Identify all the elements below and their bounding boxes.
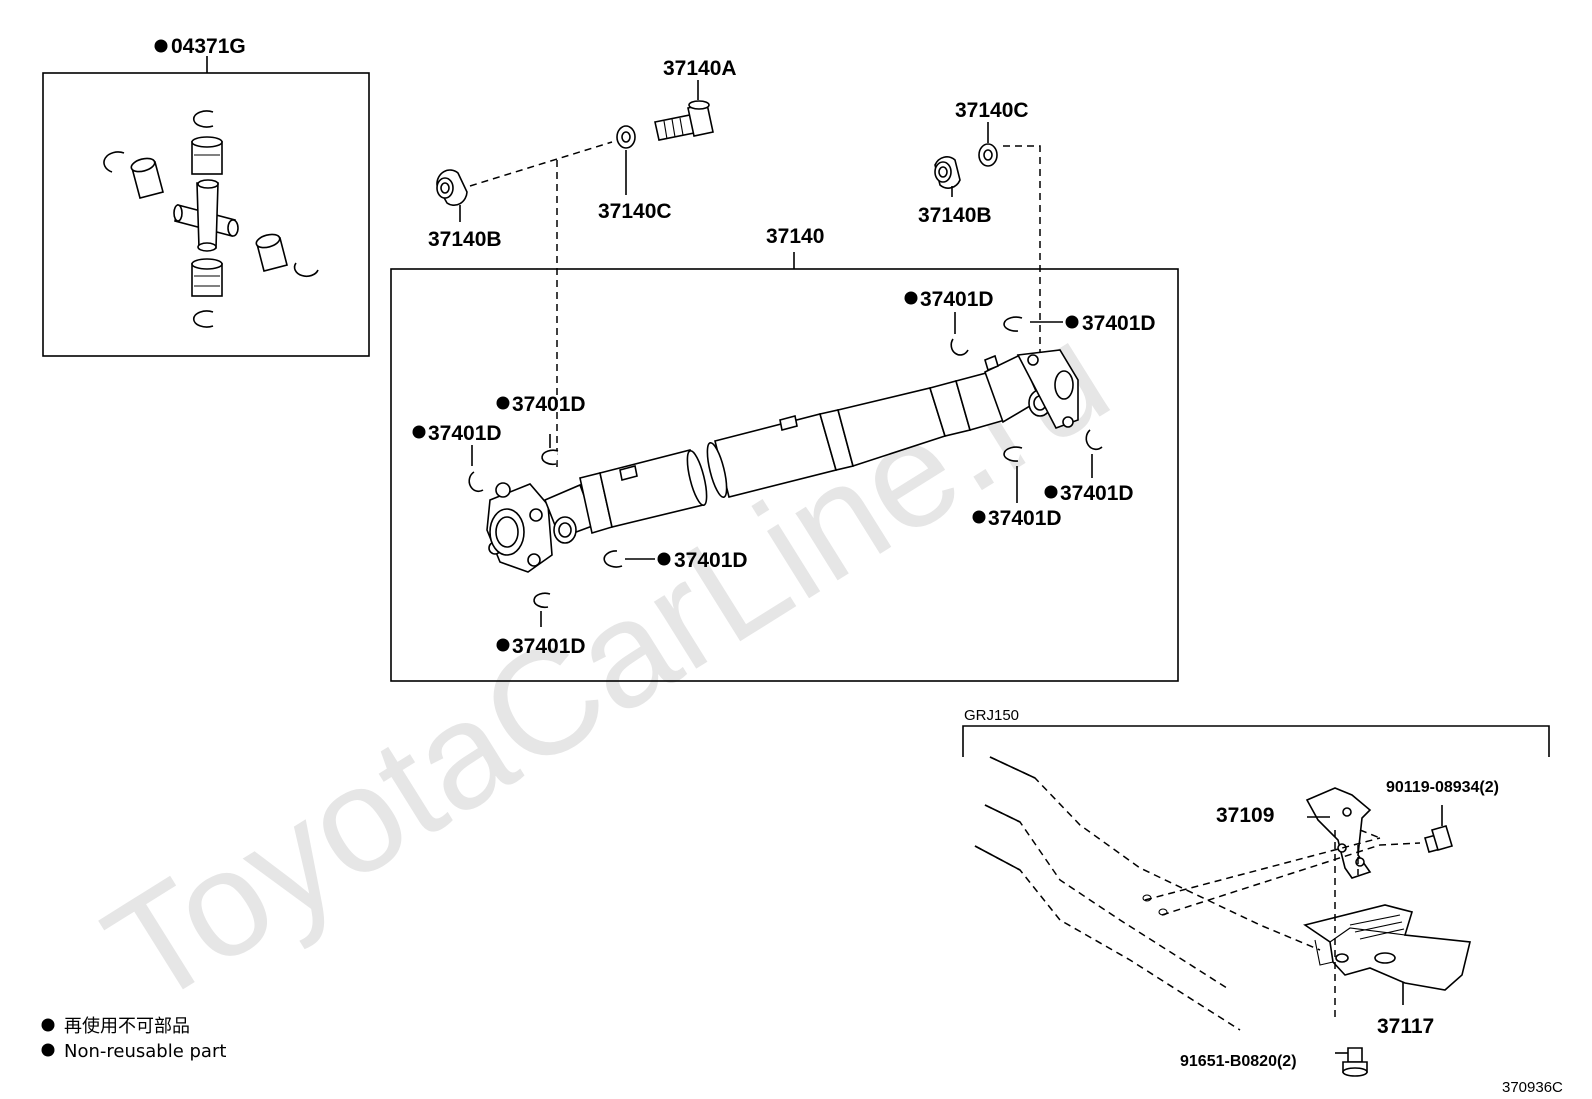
non-reusable-marker: [412, 425, 426, 439]
non-reusable-marker: [657, 552, 671, 566]
part-label-37140: 37140: [766, 225, 824, 248]
part-label-04371G: 04371G: [171, 35, 246, 58]
legend: 再使用不可部品 Non-reusable part: [41, 1016, 226, 1062]
washer-37140C-right: 37140C: [955, 99, 1029, 167]
part-label-37117: 37117: [1377, 1015, 1434, 1038]
model-bracket-line: [962, 725, 1550, 757]
bearing-cup-top: [191, 136, 223, 175]
part-label-37140C-right: 37140C: [955, 99, 1029, 122]
non-reusable-marker: [496, 638, 510, 652]
bearing-cup-right: [255, 233, 288, 272]
clip-37401D-4: 37401D: [496, 592, 586, 658]
diagram-code: 370936C: [1502, 1079, 1563, 1096]
guard-37117: 37117: [1303, 904, 1471, 1038]
legend-marker-jp: [41, 1018, 55, 1032]
bushing-37140B-right: 37140B: [918, 156, 992, 227]
flange-yoke-left: [486, 482, 597, 573]
part-label-37401D-8: 37401D: [988, 507, 1062, 530]
part-label-37401D-5: 37401D: [920, 288, 994, 311]
part-label-37401D-6: 37401D: [1082, 312, 1156, 335]
flange-yoke-right: [928, 349, 1079, 437]
non-reusable-marker: [904, 291, 918, 305]
clip-37401D-7: 37401D: [1044, 429, 1134, 505]
bolt-90119-08934: 90119-08934(2): [1386, 779, 1499, 853]
washer-37140C-left: 37140C: [598, 125, 672, 223]
grj150-section: GRJ150 37109 90119-08934(2): [962, 707, 1550, 1077]
legend-text-en: Non-reusable part: [64, 1041, 226, 1062]
spider-kit-group: 04371G: [42, 35, 370, 357]
part-label-37401D-1: 37401D: [512, 393, 586, 416]
clip-37401D-6: 37401D: [1003, 312, 1156, 335]
non-reusable-marker: [154, 39, 168, 53]
clip-37401D-5: 37401D: [904, 288, 994, 356]
non-reusable-marker: [972, 510, 986, 524]
part-label-37140B-right: 37140B: [918, 204, 992, 227]
propeller-shaft-tube-left: [579, 449, 708, 535]
snap-ring-bottom: [192, 310, 214, 328]
non-reusable-marker: [1065, 315, 1079, 329]
bushing-37140B-left: 37140B: [428, 169, 502, 251]
bolt-37140A: 37140A: [654, 57, 737, 141]
bracket-37109: 37109: [1216, 787, 1372, 879]
clip-37401D-1: 37401D: [496, 393, 586, 466]
part-label-37401D-7: 37401D: [1060, 482, 1134, 505]
part-label-90119-08934: 90119-08934(2): [1386, 779, 1499, 796]
bearing-cup-left: [130, 157, 164, 199]
part-label-37140A: 37140A: [663, 57, 737, 80]
part-label-37109: 37109: [1216, 804, 1274, 827]
clip-37401D-2: 37401D: [412, 422, 502, 493]
snap-ring-right: [293, 262, 319, 278]
bearing-cup-bottom: [191, 258, 223, 297]
clip-37401D-3: 37401D: [603, 549, 748, 572]
part-label-91651-B0820: 91651-B0820(2): [1180, 1053, 1297, 1070]
bolt-91651-B0820: 91651-B0820(2): [1180, 1047, 1368, 1077]
part-label-37401D-4: 37401D: [512, 635, 586, 658]
shaft-assembly-group: 37140: [390, 225, 1179, 682]
propeller-shaft-tube-middle: [706, 387, 946, 499]
legend-marker-en: [41, 1043, 55, 1057]
non-reusable-marker: [496, 396, 510, 410]
part-label-37140B-left: 37140B: [428, 228, 502, 251]
clip-37401D-8: 37401D: [972, 446, 1062, 530]
shaft-assembly-box: [390, 268, 1179, 682]
part-label-37401D-2: 37401D: [428, 422, 502, 445]
part-label-37401D-3: 37401D: [674, 549, 748, 572]
snap-ring-top: [192, 110, 214, 128]
part-label-37140C-left: 37140C: [598, 200, 672, 223]
spider-kit-box: [42, 72, 370, 357]
legend-text-jp: 再使用不可部品: [64, 1016, 190, 1037]
model-label: GRJ150: [964, 707, 1019, 724]
snap-ring-left: [103, 151, 125, 173]
non-reusable-marker: [1044, 485, 1058, 499]
spider-cross: [173, 179, 239, 252]
